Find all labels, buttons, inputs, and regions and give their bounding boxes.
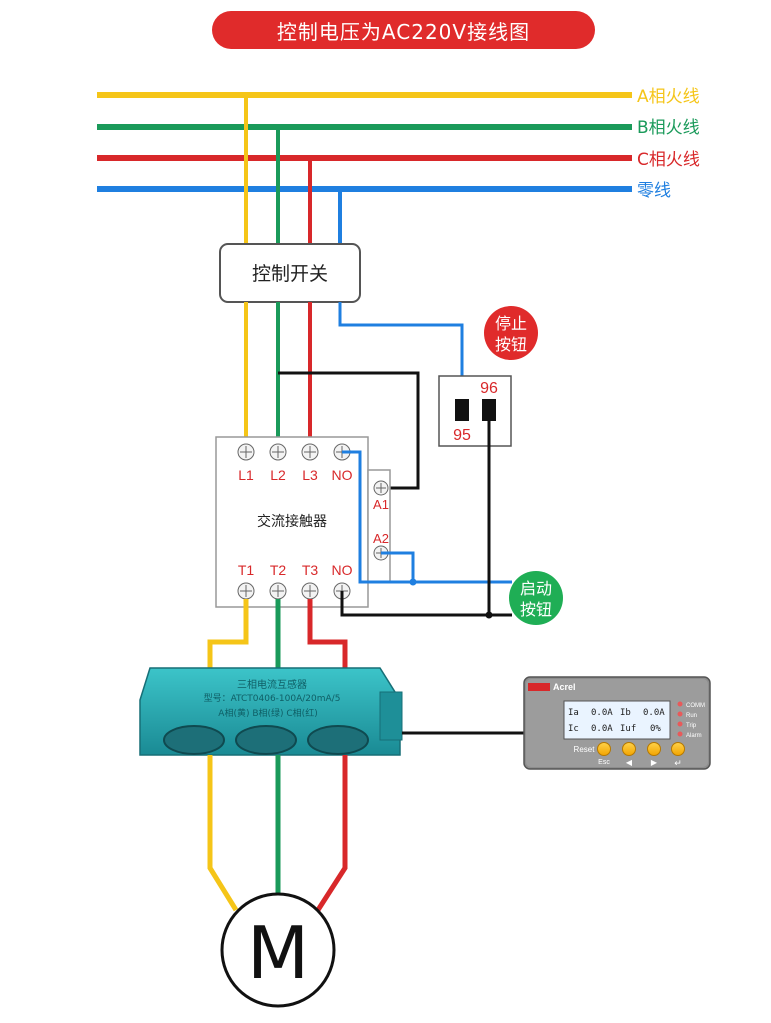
relay-terminal-block: 96 95 <box>438 375 512 447</box>
screen-ib-label: Ib <box>620 708 631 718</box>
indicator-run-led <box>677 711 683 717</box>
ct-hole-c <box>307 725 369 755</box>
right-key <box>647 742 661 756</box>
neutral-label: 零线 <box>637 181 671 201</box>
indicator-trip-led <box>677 721 683 727</box>
contactor: L1 L2 L3 NO 交流接触器 A1 A2 T1 T2 T3 NO <box>215 436 391 608</box>
terminal-NO-top: NO <box>332 467 353 483</box>
stop-button-label-1: 停止 <box>495 314 527 333</box>
enter-key <box>671 742 685 756</box>
start-button-label-1: 启动 <box>520 579 552 598</box>
terminal-A2: A2 <box>373 531 389 546</box>
terminal-T1: T1 <box>238 562 255 578</box>
control-switch-label: 控制开关 <box>252 263 328 285</box>
terminal-95-label: 95 <box>453 427 471 444</box>
drop-wires <box>244 95 342 244</box>
current-transformer: 三相电流互感器 型号：ATCT0406-100A/20mA/5 A相(黄) B相… <box>139 667 403 756</box>
control-wiring <box>340 421 512 619</box>
screen-iuf-value: 0% <box>650 724 661 734</box>
reset-key <box>597 742 611 756</box>
switch-to-contactor-wires <box>244 302 464 490</box>
terminal-T2: T2 <box>270 562 287 578</box>
indicator-alarm-led <box>677 731 683 737</box>
reset-key-label: Reset <box>574 745 596 754</box>
indicator-trip-label: Trip <box>686 723 697 729</box>
contactor-to-ct-wires <box>207 599 348 668</box>
terminal-NO-bottom: NO <box>332 562 353 578</box>
control-switch-box <box>219 243 361 303</box>
indicator-run-label: Run <box>686 713 697 719</box>
screen-ib-value: 0.0A <box>643 708 665 718</box>
left-key-label: ◀ <box>626 758 633 767</box>
screen-iuf-label: Iuf <box>620 724 636 734</box>
protector-screen <box>563 700 671 740</box>
phase-a-label: A相火线 <box>637 87 700 107</box>
contactor-label: 交流接触器 <box>257 513 327 530</box>
motor-label: M <box>247 911 309 995</box>
motor-protector: Acrel Ia 0.0A Ib 0.0A Ic 0.0A Iuf 0% COM… <box>523 676 711 770</box>
terminal-L1: L1 <box>238 467 254 483</box>
terminal-T3: T3 <box>302 562 319 578</box>
ct-label-1: 三相电流互感器 <box>237 678 307 691</box>
screen-ia-label: Ia <box>568 708 579 718</box>
phase-b-label: B相火线 <box>637 118 700 138</box>
terminal-L3: L3 <box>302 467 318 483</box>
phase-c-label: C相火线 <box>637 150 700 170</box>
screen-ia-value: 0.0A <box>591 708 613 718</box>
indicator-comm-led <box>677 701 683 707</box>
top-terminal-screws <box>237 443 351 461</box>
phase-bus-lines <box>97 92 632 192</box>
terminal-L2: L2 <box>270 467 286 483</box>
right-key-label: ▶ <box>651 758 658 767</box>
diagram-title: 控制电压为AC220V接线图 <box>212 11 595 49</box>
terminal-95-contact <box>455 399 469 421</box>
start-button-label-2: 按钮 <box>520 600 552 619</box>
start-button-badge: 启动 按钮 <box>509 571 563 625</box>
motor: M <box>220 892 336 1008</box>
esc-key-label: Esc <box>598 759 610 766</box>
stop-button-label-2: 按钮 <box>495 335 527 354</box>
terminal-96-contact <box>482 399 496 421</box>
indicator-comm-label: COMM <box>686 703 705 709</box>
terminal-A1: A1 <box>373 497 389 512</box>
ct-hole-b <box>235 725 297 755</box>
indicator-alarm-label: Alarm <box>686 733 702 739</box>
ct-to-motor-wires <box>207 755 348 912</box>
left-key <box>622 742 636 756</box>
terminal-96-label: 96 <box>480 380 498 397</box>
ct-hole-a <box>163 725 225 755</box>
enter-key-label: ↵ <box>674 758 682 768</box>
ct-label-3: A相(黄) B相(绿) C相(红) <box>218 707 317 719</box>
protector-brand: Acrel <box>553 682 576 692</box>
screen-ic-value: 0.0A <box>591 724 613 734</box>
stop-button-badge: 停止 按钮 <box>484 306 538 360</box>
ct-label-2: 型号：ATCT0406-100A/20mA/5 <box>204 693 341 704</box>
screen-ic-label: Ic <box>568 724 579 734</box>
